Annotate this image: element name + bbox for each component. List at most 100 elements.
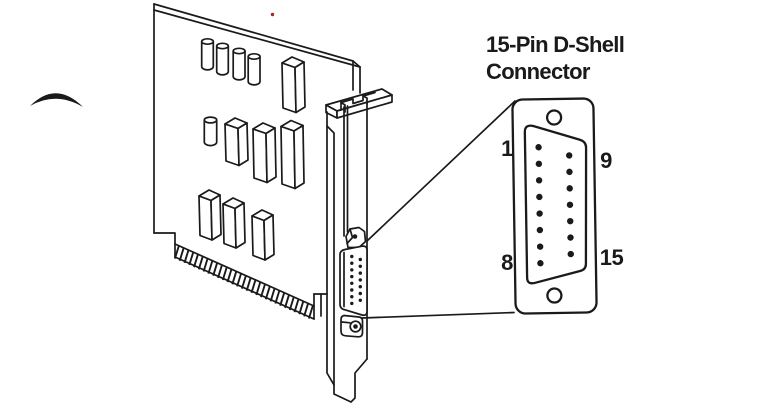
edge-finger-hatch-line xyxy=(173,245,180,259)
edge-finger-hatch-line xyxy=(231,271,238,285)
edge-finger-hatch-line xyxy=(245,277,252,291)
board-outline xyxy=(153,3,361,317)
small-connector-pins-right xyxy=(358,257,362,302)
pin-dot xyxy=(358,285,362,289)
pin-dot xyxy=(358,271,362,275)
edge-finger-hatch-line xyxy=(274,290,281,304)
edge-finger-hatch-line xyxy=(250,279,257,294)
connector-body xyxy=(339,245,368,317)
small-connector-pins-left xyxy=(350,254,354,306)
ic-chip xyxy=(280,119,305,190)
ic-chips xyxy=(198,56,306,261)
pin-dot xyxy=(535,160,543,168)
capacitor xyxy=(247,52,261,86)
pin-number-labels: 1 9 8 15 xyxy=(501,136,624,275)
mounting-bracket xyxy=(325,88,393,403)
edge-finger-hatch-line xyxy=(221,266,228,281)
edge-finger-hatch-line xyxy=(197,256,204,270)
edge-finger-hatch-line xyxy=(226,268,233,283)
pin-dot xyxy=(567,250,574,258)
edge-finger-hatch-line xyxy=(303,303,310,317)
pin-dot xyxy=(535,177,543,184)
red-artifact-dot xyxy=(270,12,275,17)
pin-label-15: 15 xyxy=(600,245,624,270)
edge-finger-hatch-line xyxy=(260,283,266,298)
page-curl-arc xyxy=(30,93,83,107)
edge-finger-hatch-line xyxy=(183,249,190,264)
pin-dot xyxy=(566,201,574,208)
pin-dot xyxy=(536,243,544,250)
detail-pins-right-column xyxy=(566,152,574,258)
pin-dot xyxy=(536,193,543,201)
pin-dot xyxy=(350,301,354,306)
edge-finger-hatch-line xyxy=(240,275,247,289)
edge-finger-hatch-line xyxy=(269,288,276,302)
pin-dot xyxy=(350,288,354,292)
pin-dot xyxy=(536,226,544,234)
pin-dot xyxy=(537,260,544,267)
pin-dot xyxy=(350,281,354,285)
pin-dot xyxy=(350,295,354,299)
edge-finger-hatch-line xyxy=(307,305,314,319)
pin-dot xyxy=(566,185,573,192)
edge-finger-hatch-line xyxy=(255,281,262,296)
zoom-projection-lines xyxy=(361,100,516,319)
dshell-opening xyxy=(523,124,588,285)
edge-connector-hatching xyxy=(173,245,314,319)
pin-dot xyxy=(350,254,354,259)
pin-dot xyxy=(358,298,362,302)
title-line-1: 15-Pin D-Shell xyxy=(486,32,624,57)
edge-finger-hatch-line xyxy=(217,264,223,279)
ic-chip xyxy=(222,197,246,249)
pin-dot xyxy=(566,168,573,176)
ic-chip xyxy=(252,122,277,184)
edge-finger-hatch-line xyxy=(264,286,271,300)
edge-finger-hatch-line xyxy=(188,251,195,266)
edge-finger-hatch-line xyxy=(212,262,219,276)
detail-pins-left-column xyxy=(535,144,544,267)
pin-dot xyxy=(535,144,542,151)
circuit-board xyxy=(153,3,361,320)
pin-dot xyxy=(358,264,362,268)
capacitor xyxy=(232,47,246,81)
edge-finger-hatch-line xyxy=(279,292,286,306)
ic-chip xyxy=(281,56,306,114)
bracket-top-tab xyxy=(325,88,393,119)
connector-screw-post-top xyxy=(345,226,367,249)
pin-dot xyxy=(567,217,574,225)
edge-finger-hatch-line xyxy=(293,298,300,313)
capacitor xyxy=(203,116,218,147)
edge-finger-hatch-line xyxy=(236,273,243,287)
connector-screw-post-bottom xyxy=(340,314,364,338)
pin-dot xyxy=(566,152,573,159)
pin-dot xyxy=(350,268,354,272)
capacitor xyxy=(200,37,215,71)
edge-finger-hatch-line xyxy=(288,296,295,311)
pin-dot xyxy=(358,257,362,262)
ic-chip xyxy=(224,117,249,167)
pin-dot xyxy=(536,210,543,217)
pin-dot xyxy=(350,274,354,279)
capacitor xyxy=(215,42,230,76)
screw-hole-bottom xyxy=(546,287,563,304)
title-line-2: Connector xyxy=(486,59,591,84)
ic-chip xyxy=(198,189,222,241)
diagram-title: 15-Pin D-Shell Connector xyxy=(486,32,625,84)
pin-label-9: 9 xyxy=(600,148,612,173)
pin-dot xyxy=(358,278,362,282)
capacitor-row xyxy=(200,37,261,86)
pin-dot xyxy=(567,234,574,241)
small-dshell-connector xyxy=(339,226,368,338)
edge-finger-hatch-line xyxy=(202,258,209,272)
edge-finger-hatch-line xyxy=(207,260,214,274)
screw-hole-top xyxy=(545,109,563,126)
edge-finger-hatch-line xyxy=(284,294,290,309)
pin-label-8: 8 xyxy=(501,250,513,275)
edge-connector xyxy=(173,243,315,320)
edge-finger-hatch-line xyxy=(298,300,305,315)
ic-chip xyxy=(251,209,275,261)
pin-label-1: 1 xyxy=(501,136,513,161)
edge-finger-hatch-line xyxy=(178,247,185,262)
